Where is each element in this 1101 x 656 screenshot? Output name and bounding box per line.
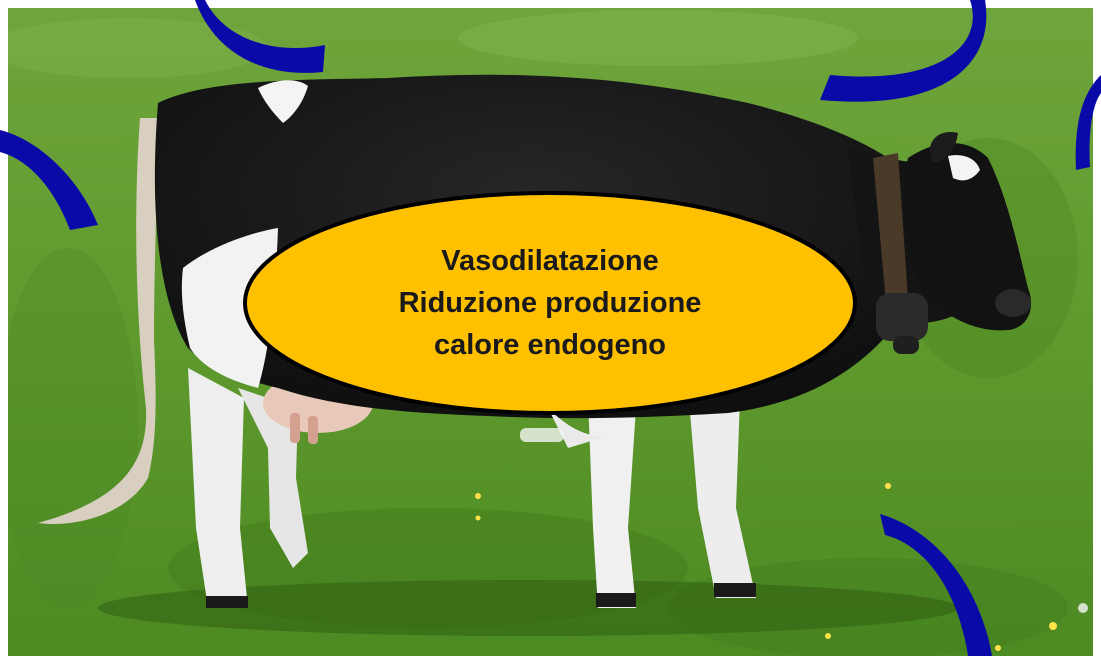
callout-ellipse: Vasodilatazione Riduzione produzione cal… (242, 190, 858, 416)
cow-white-blaze (948, 155, 980, 181)
callout-shape (243, 191, 857, 415)
cow-white-patch-flank (181, 228, 278, 388)
callout-text: Vasodilatazione Riduzione produzione cal… (399, 240, 702, 366)
cow-front-leg (588, 398, 636, 608)
meadow-flowers (475, 483, 1057, 651)
callout-line-3: calore endogeno (433, 329, 667, 361)
cow-head (904, 143, 1032, 331)
cow-collar (873, 153, 908, 303)
cow-white-patch-shoulder (258, 80, 308, 123)
ribbon-arc-top-right (820, 0, 987, 102)
ribbon-arc-left (0, 130, 98, 230)
ribbon-arc-top-left (195, 0, 325, 73)
callout-line-2: Riduzione produzione (398, 287, 702, 319)
ribbon-arc-right-edge (1075, 75, 1101, 170)
cow-back-leg (188, 368, 248, 608)
cow-bell (876, 293, 928, 341)
callout-line-1: Vasodilatazione (441, 245, 659, 277)
ribbon-arc-bottom-right (880, 514, 992, 656)
cow-tail (38, 118, 158, 524)
